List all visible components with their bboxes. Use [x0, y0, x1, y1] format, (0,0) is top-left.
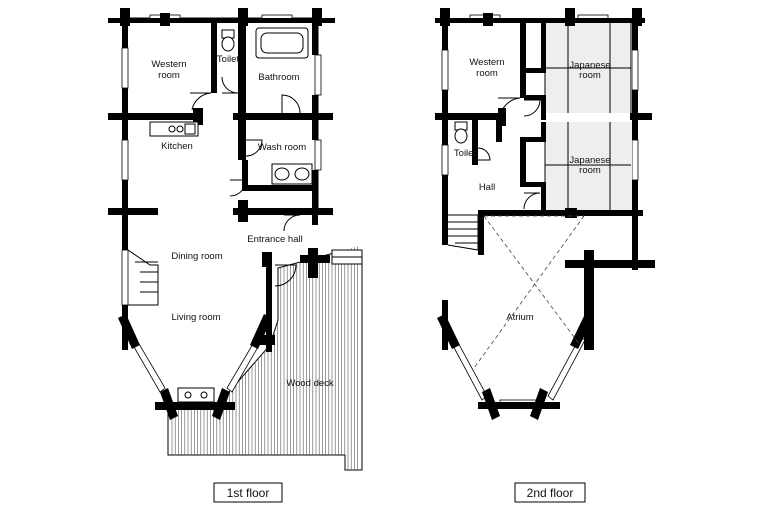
label-japanese-room-b: Japanese: [569, 155, 610, 166]
label-wood-deck: Wood deck: [286, 378, 334, 389]
label-atrium: Atrium: [506, 312, 534, 323]
label-western-room-1f: Western: [151, 59, 186, 70]
first-floor-caption-box: 1st floor: [213, 482, 283, 503]
label-japanese-room-b-l2: room: [579, 165, 601, 176]
label-wash-room: Wash room: [258, 142, 306, 153]
label-toilet-1f: Toilet: [217, 54, 240, 65]
label-western-room-1f-l2: room: [158, 70, 180, 81]
second-floor-labels: Western room Japanese room Japanese room…: [454, 57, 611, 323]
wood-deck: [167, 246, 363, 471]
label-western-room-2f-l2: room: [476, 68, 498, 79]
label-hall: Hall: [479, 182, 495, 193]
label-living-room: Living room: [171, 312, 220, 323]
label-toilet-2f: Toilet: [454, 148, 477, 159]
first-floor-plan: Western room Toilet Bathroom Kitchen Was…: [108, 8, 363, 503]
label-bathroom: Bathroom: [258, 72, 299, 83]
first-floor-caption: 1st floor: [227, 486, 270, 500]
first-floor-walls: [108, 8, 335, 420]
second-floor-caption-box: 2nd floor: [514, 482, 586, 503]
second-floor-fixtures: [447, 23, 632, 369]
label-japanese-room-a: Japanese: [569, 60, 610, 71]
second-floor-walls: [435, 8, 655, 420]
first-floor-labels: Western room Toilet Bathroom Kitchen Was…: [151, 54, 334, 389]
japanese-room-fill: [545, 23, 632, 210]
second-floor-plan: Western room Japanese room Japanese room…: [435, 8, 655, 503]
second-floor-caption: 2nd floor: [527, 486, 574, 500]
label-western-room-2f: Western: [469, 57, 504, 68]
label-dining-room: Dining room: [171, 251, 222, 262]
second-floor-windows: [441, 14, 639, 407]
label-kitchen: Kitchen: [161, 141, 193, 152]
label-entrance-hall: Entrance hall: [247, 234, 302, 245]
label-japanese-room-a-l2: room: [579, 70, 601, 81]
first-floor-fixtures: [127, 27, 363, 403]
